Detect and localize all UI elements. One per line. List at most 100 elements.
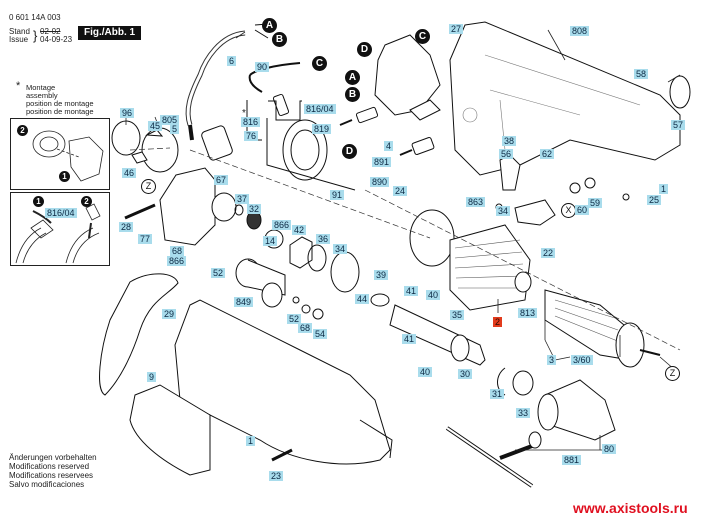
part-label: 68 — [170, 246, 185, 256]
part-label: 68 — [298, 323, 313, 333]
connector-marker-c: C — [415, 29, 430, 44]
assembly-note-line: position de montage — [26, 107, 94, 116]
star-icon: * — [16, 80, 21, 92]
part-label: 80 — [602, 444, 617, 454]
reference-marker-z: Z — [665, 366, 680, 381]
part-label: 52 — [287, 314, 302, 324]
connector-marker-a: A — [345, 70, 360, 85]
part-label: 25 — [647, 195, 662, 205]
inset-2-drawing — [15, 203, 101, 264]
part-label: 5 — [170, 124, 180, 134]
part-label: 819 — [312, 124, 332, 134]
part-label: 44 — [355, 294, 370, 304]
part-label: 891 — [372, 157, 392, 167]
part-label: 4 — [384, 141, 394, 151]
connector-marker-d: D — [357, 42, 372, 57]
part-label: 816 — [241, 117, 261, 127]
part-label: 91 — [330, 190, 345, 200]
part-label: 3/60 — [571, 355, 593, 365]
part-label: 28 — [119, 222, 134, 232]
part-number: 0 601 14A 003 — [9, 13, 61, 22]
part-label: 866 — [272, 220, 292, 230]
gearbox-housing — [159, 167, 216, 246]
part-label: 890 — [370, 177, 390, 187]
part-label: 816/04 — [304, 104, 336, 114]
part-label: 41 — [404, 286, 419, 296]
issue-value: 04-09-23 — [40, 35, 73, 44]
assembly-note-line: assembly — [26, 91, 58, 100]
stand-label: Stand — [9, 27, 30, 36]
star-icon: * — [242, 108, 246, 119]
plug — [201, 125, 233, 161]
part-label: 6 — [227, 56, 237, 66]
part-label: 22 — [541, 248, 556, 258]
part-label: 76 — [244, 131, 259, 141]
reference-marker-x: X — [561, 203, 576, 218]
inset-1-drawing — [32, 130, 104, 182]
motor-housing — [174, 299, 391, 465]
part-label: 42 — [292, 225, 307, 235]
part-label: 62 — [540, 149, 555, 159]
part-label: 1 — [246, 436, 256, 446]
part-label: 33 — [516, 408, 531, 418]
part-label: 29 — [162, 309, 177, 319]
assembly-inset-2: 1 2 816/04 — [10, 192, 110, 266]
part-label: 41 — [402, 334, 417, 344]
reference-marker-z: Z — [141, 179, 156, 194]
part-label: 37 — [235, 194, 250, 204]
part-label: 849 — [234, 297, 254, 307]
step-2-marker: 2 — [17, 125, 28, 136]
brace: } — [33, 28, 38, 43]
assembly-note-line: position de montage — [26, 99, 94, 108]
part-label: 77 — [138, 234, 153, 244]
part-label: 40 — [426, 290, 441, 300]
disclaimer-line: Änderungen vorbehalten — [9, 453, 97, 462]
part-label: 866 — [167, 256, 187, 266]
part-label: 40 — [418, 367, 433, 377]
part-label: 67 — [214, 175, 229, 185]
disclaimer: Änderungen vorbehalten Modifications res… — [9, 453, 97, 489]
part-label: 38 — [502, 136, 517, 146]
part-label: 24 — [393, 186, 408, 196]
part-label: 56 — [499, 149, 514, 159]
part-label: 54 — [313, 329, 328, 339]
connector-marker-c: C — [312, 56, 327, 71]
part-label: 59 — [588, 198, 603, 208]
part-label: 813 — [518, 308, 538, 318]
part-label: 45 — [148, 121, 163, 131]
part-label: 14 — [263, 236, 278, 246]
part-label: 36 — [316, 234, 331, 244]
housing-half — [449, 21, 681, 176]
disclaimer-line: Salvo modificaciones — [9, 480, 85, 489]
part-label: 808 — [570, 26, 590, 36]
part-label: 881 — [562, 455, 582, 465]
part-label: 52 — [211, 268, 226, 278]
part-label: 31 — [490, 389, 505, 399]
figure-label: Fig./Abb. 1 — [78, 26, 142, 40]
part-label: 46 — [122, 168, 137, 178]
disclaimer-line: Modifications reservees — [9, 471, 94, 480]
part-label: 90 — [255, 62, 270, 72]
issue-label: Issue — [9, 35, 29, 44]
part-label: 863 — [466, 197, 486, 207]
part-label: 35 — [450, 310, 465, 320]
connector-marker-b: B — [272, 32, 287, 47]
part-label: 34 — [496, 206, 511, 216]
part-label: 96 — [120, 108, 135, 118]
part-label: 58 — [634, 69, 649, 79]
part-label: 23 — [269, 471, 284, 481]
part-label: 57 — [671, 120, 686, 130]
stand-value: 02-02 — [40, 27, 61, 36]
step-2-marker: 2 — [81, 196, 92, 207]
part-label: 1 — [659, 184, 669, 194]
assembly-note-line: Montage — [26, 83, 56, 92]
watermark-link[interactable]: www.axistools.ru — [573, 500, 688, 516]
step-1-marker: 1 — [33, 196, 44, 207]
part-label: 60 — [575, 205, 590, 215]
connector-marker-d: D — [342, 144, 357, 159]
part-label-highlighted: 2 — [493, 317, 503, 327]
disclaimer-line: Modifications reserved — [9, 462, 90, 471]
connector-marker-b: B — [345, 87, 360, 102]
part-label: 27 — [449, 24, 464, 34]
part-label: 32 — [247, 204, 262, 214]
